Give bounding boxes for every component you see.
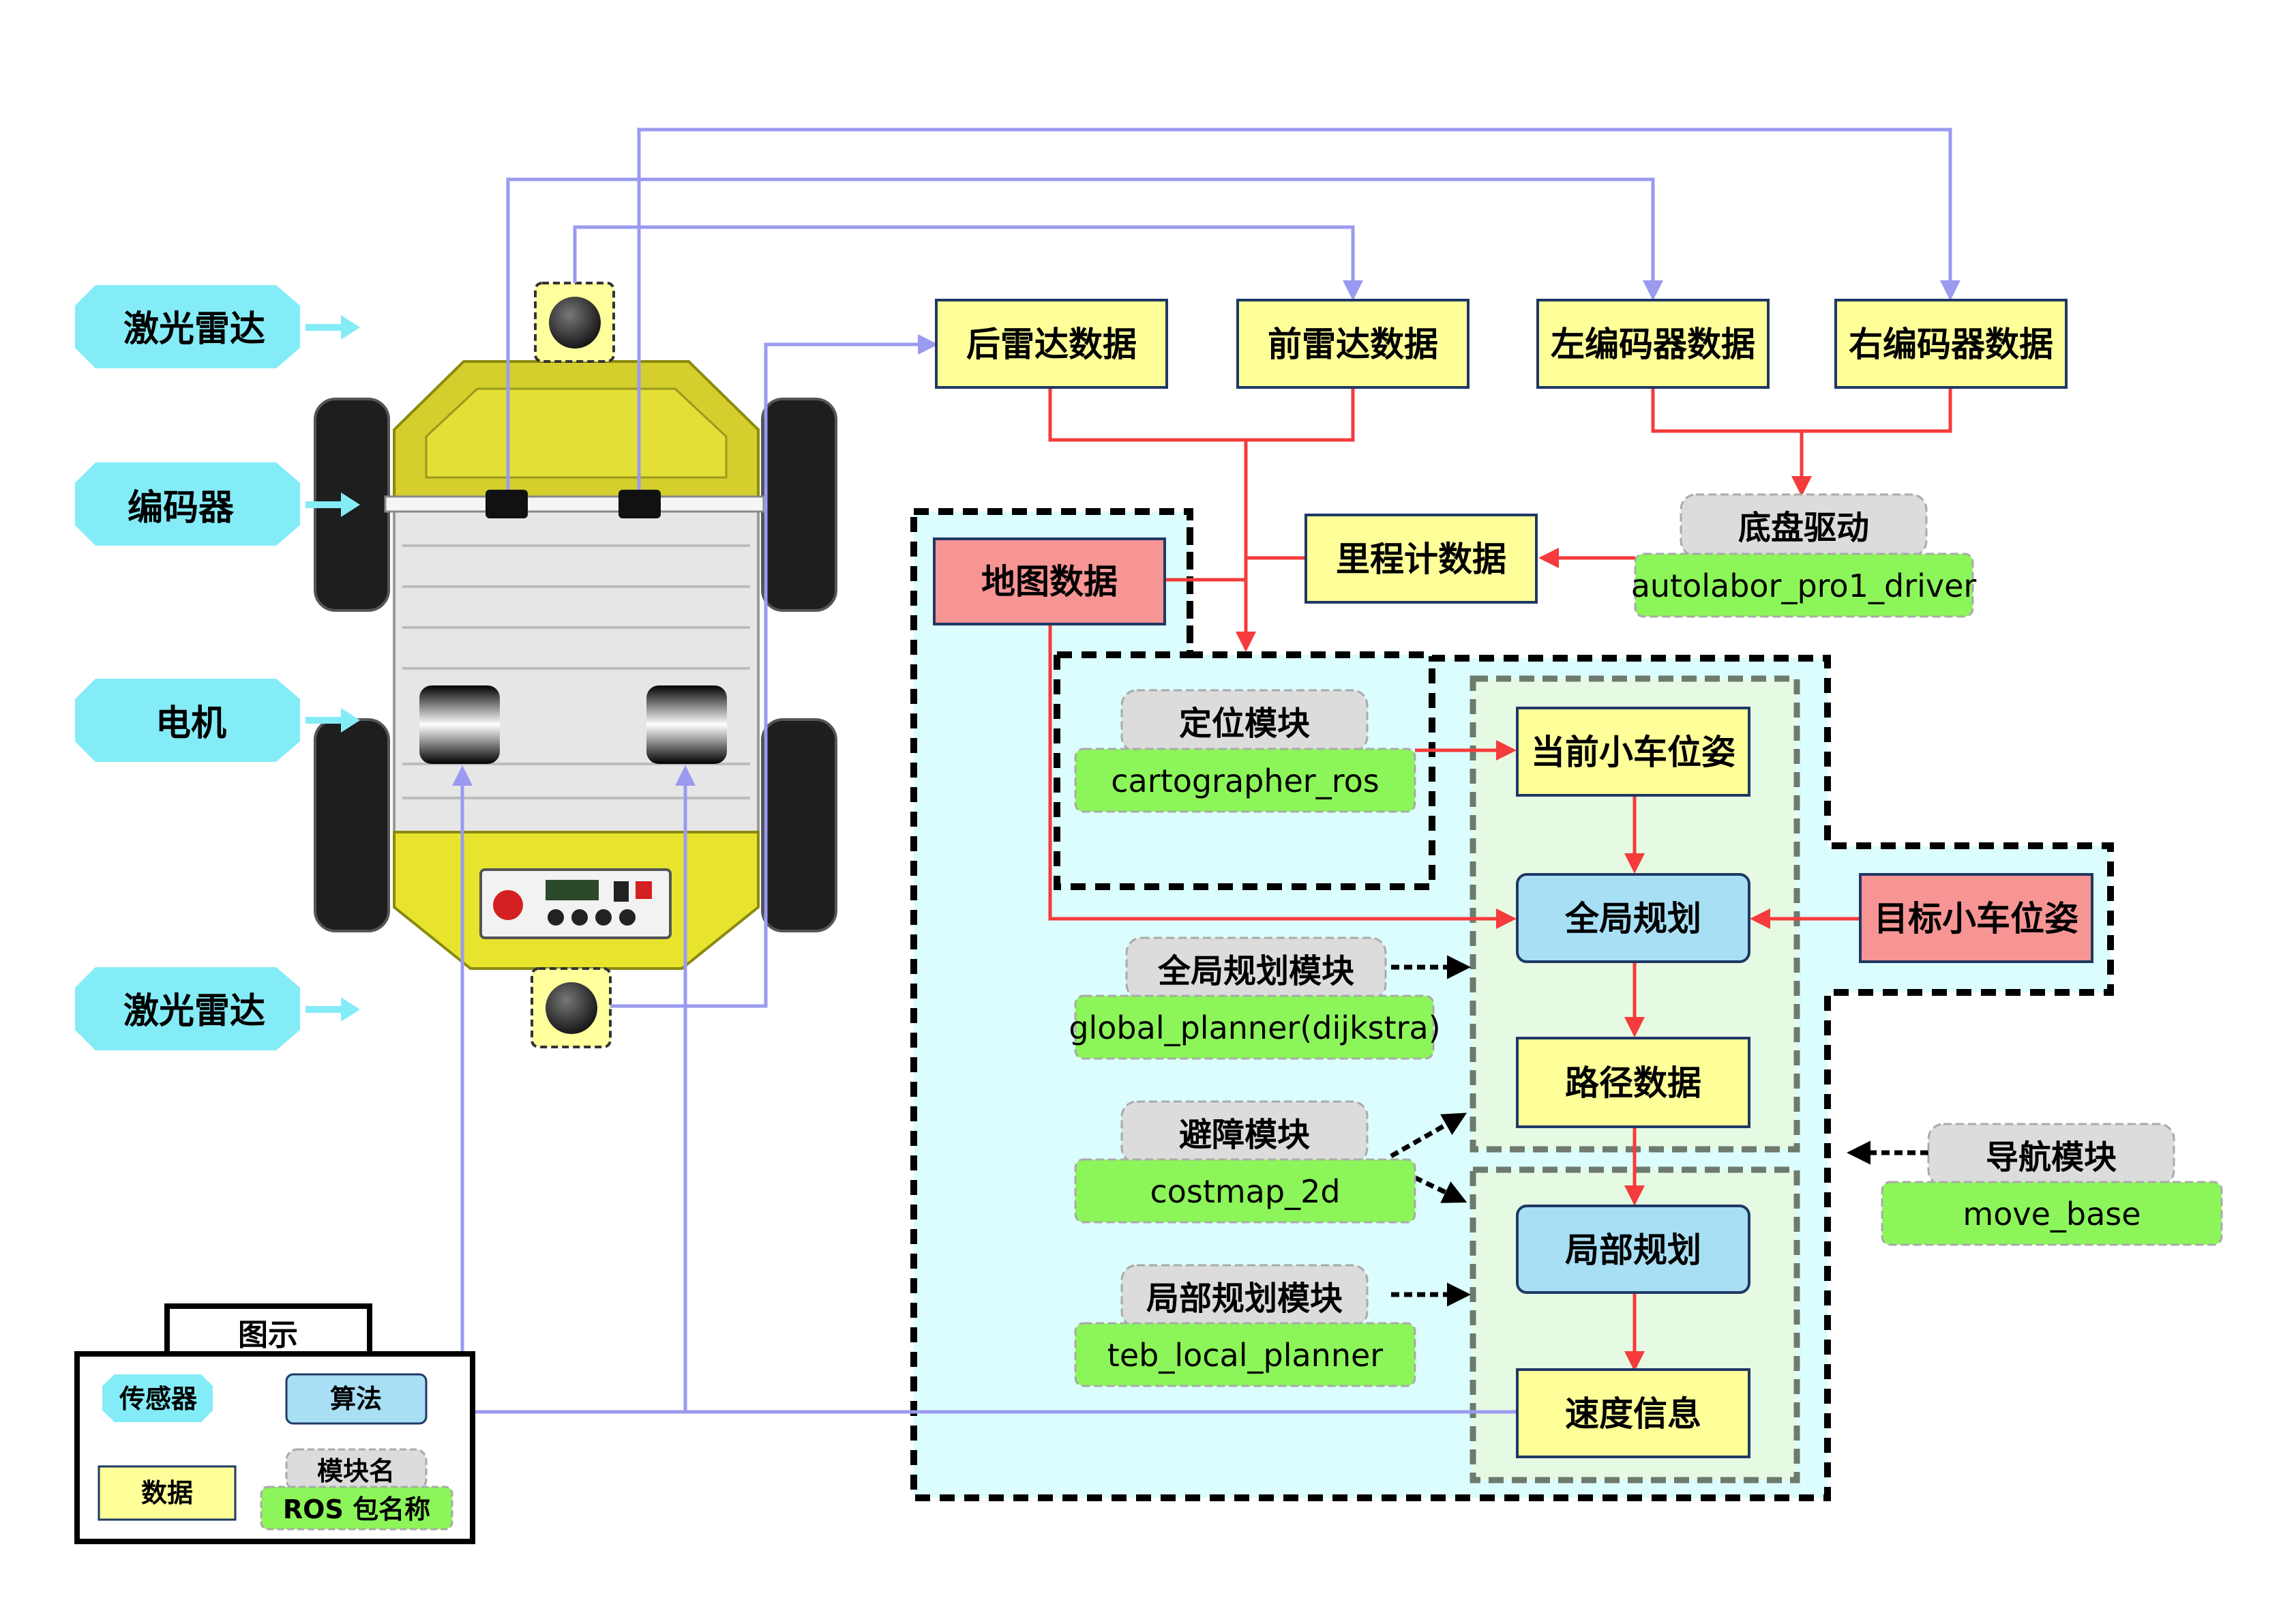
module-navigation-name: 导航模块 [1986, 1138, 2117, 1177]
link-front-lidar [573, 225, 1363, 301]
sensor-lidar-bottom-label: 激光雷达 [123, 991, 265, 1032]
sensor-motor: 电机 [75, 679, 360, 762]
box-current-pose: 当前小车位姿 [1516, 707, 1750, 797]
wheel-rear-right [761, 718, 837, 932]
legend-sensor: 传感器 [102, 1374, 213, 1422]
module-local-planner: 局部规划模块 teb_local_planner [1074, 1264, 1416, 1387]
module-obstacle-pkg: costmap_2d [1150, 1173, 1340, 1210]
module-global-planner: 全局规划模块 global_planner(dijkstra) [1069, 936, 1441, 1060]
module-obstacle: 避障模块 costmap_2d [1074, 1100, 1416, 1224]
box-local-plan-label: 局部规划 [1565, 1230, 1701, 1270]
legend-title-tab [164, 1303, 372, 1358]
data-boxes: 后雷达数据 前雷达数据 左编码器数据 右编码器数据 里程计数据 地图数据 当前小… [933, 299, 2093, 1458]
box-map-data: 地图数据 [933, 537, 1166, 625]
link-encoder-merge [1651, 387, 1952, 433]
wheel-rear-left [314, 718, 390, 932]
link-left-encoder [506, 177, 1663, 490]
box-front-lidar-label: 前雷达数据 [1268, 325, 1438, 364]
box-path-data: 路径数据 [1516, 1037, 1750, 1128]
legend-data: 数据 [98, 1465, 237, 1521]
sensor-motor-label: 电机 [155, 703, 226, 744]
box-odometry-label: 里程计数据 [1336, 540, 1506, 579]
sensor-encoder: 编码器 [75, 462, 360, 546]
box-left-encoder-label: 左编码器数据 [1551, 325, 1755, 364]
motor-left [419, 685, 500, 764]
front-lidar-icon [549, 297, 601, 349]
legend-sensor-label: 传感器 [119, 1384, 198, 1414]
car-body [393, 497, 760, 833]
module-tags: 底盘驱动 autolabor_pro1_driver 定位模块 cartogra… [1069, 493, 2223, 1387]
arrow-obstacle-module-up [1390, 1112, 1467, 1159]
module-localization-name: 定位模块 [1179, 705, 1310, 743]
encoder-left [486, 490, 528, 518]
module-global-planner-pkg: global_planner(dijkstra) [1069, 1009, 1440, 1046]
box-global-plan-label: 全局规划 [1564, 899, 1701, 939]
module-global-planner-name: 全局规划模块 [1157, 952, 1354, 990]
box-right-encoder-label: 右编码器数据 [1849, 325, 2053, 364]
box-target-pose: 目标小车位姿 [1859, 873, 2093, 963]
rear-lidar-icon [546, 982, 597, 1034]
box-right-encoder-data: 右编码器数据 [1834, 299, 2068, 389]
module-localization-pkg: cartographer_ros [1111, 763, 1379, 799]
link-map-to-global [1048, 624, 1517, 929]
legend: 图示 传感器 算法 数据 模块名 ROS 包名称 [74, 1303, 475, 1544]
module-localization: 定位模块 cartographer_ros [1074, 689, 1416, 813]
box-left-encoder-data: 左编码器数据 [1536, 299, 1770, 389]
box-map-label: 地图数据 [981, 562, 1118, 602]
sensor-labels: 激光雷达 编码器 电机 激光雷达 [75, 285, 360, 1050]
legend-module: 模块名 ROS 包名称 [260, 1448, 453, 1531]
module-chassis-name: 底盘驱动 [1738, 509, 1869, 547]
sensor-lidar-top: 激光雷达 [75, 285, 360, 368]
legend-data-label: 数据 [141, 1478, 193, 1508]
box-path-label: 路径数据 [1565, 1063, 1701, 1103]
module-chassis-pkg: autolabor_pro1_driver [1631, 567, 1977, 604]
robot-car [314, 282, 837, 1048]
box-current-pose-label: 当前小车位姿 [1531, 733, 1735, 772]
module-local-planner-name: 局部规划模块 [1146, 1280, 1343, 1318]
box-target-pose-label: 目标小车位姿 [1874, 899, 2078, 939]
link-lidar-merge [1048, 387, 1355, 442]
box-rear-lidar-data: 后雷达数据 [935, 299, 1168, 389]
module-chassis: 底盘驱动 autolabor_pro1_driver [1631, 493, 1977, 618]
encoder-bar [384, 495, 765, 513]
link-right-encoder [637, 128, 1960, 490]
module-local-planner-pkg: teb_local_planner [1107, 1337, 1383, 1374]
sensor-lidar-top-label: 激光雷达 [123, 309, 265, 350]
sensor-lidar-bottom: 激光雷达 [75, 967, 360, 1050]
box-local-plan: 局部规划 [1516, 1205, 1750, 1294]
power-knob-icon [493, 890, 523, 920]
wheel-front-right [761, 398, 837, 612]
legend-ros-pkg-label: ROS 包名称 [283, 1494, 430, 1524]
red-connections [1048, 387, 1952, 1372]
legend-algorithm: 算法 [285, 1373, 428, 1425]
box-velocity: 速度信息 [1516, 1368, 1750, 1458]
link-rear-lidar [610, 334, 938, 1008]
module-navigation: 导航模块 move_base [1881, 1123, 2223, 1246]
module-obstacle-name: 避障模块 [1179, 1116, 1310, 1154]
car-front-inner [425, 387, 728, 479]
encoder-right [618, 490, 661, 518]
motor-right [646, 685, 727, 764]
legend-module-label: 模块名 [317, 1456, 395, 1486]
module-navigation-pkg: move_base [1963, 1196, 2141, 1232]
sensor-encoder-label: 编码器 [128, 488, 235, 529]
legend-title: 图示 [238, 1318, 298, 1353]
box-odometry-data: 里程计数据 [1304, 514, 1538, 604]
box-rear-lidar-label: 后雷达数据 [966, 325, 1137, 364]
box-velocity-label: 速度信息 [1565, 1394, 1701, 1434]
legend-algorithm-label: 算法 [330, 1384, 382, 1414]
box-global-plan: 全局规划 [1516, 873, 1750, 963]
display-icon [546, 880, 599, 900]
localization-zone-border [1054, 512, 1435, 890]
box-front-lidar-data: 前雷达数据 [1236, 299, 1470, 389]
